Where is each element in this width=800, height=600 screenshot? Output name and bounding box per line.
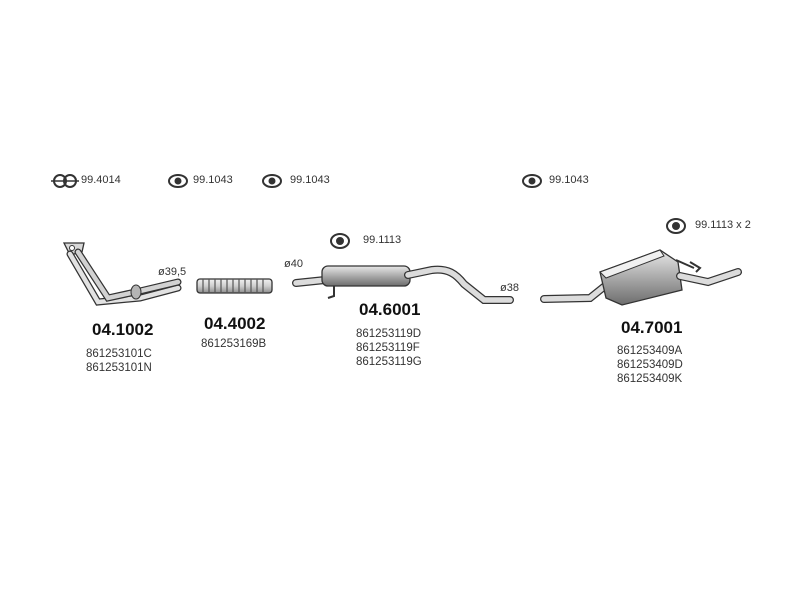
diameter-label-center: ø38 xyxy=(500,282,519,294)
mount-icon-center xyxy=(330,233,350,249)
front-pipe-04-1002 xyxy=(62,242,182,306)
accessory-label-99-4014: 99.4014 xyxy=(81,174,121,186)
diameter-label-front: ø39,5 xyxy=(158,266,187,278)
oem-ref: 861253119G xyxy=(356,356,422,368)
hanger-icon-1 xyxy=(168,174,188,188)
diameter-label-flex: ø40 xyxy=(284,258,303,270)
part-number-04-4002: 04.4002 xyxy=(204,314,266,333)
oem-list-04-1002: 861253101C 861253101N xyxy=(86,347,152,375)
oem-ref: 861253409A xyxy=(617,345,683,357)
accessory-label-99-1043-a: 99.1043 xyxy=(193,174,233,186)
oem-ref: 861253409K xyxy=(617,373,683,385)
oem-list-04-6001: 861253119D 861253119F 861253119G xyxy=(356,327,422,369)
oem-list-04-4002: 861253169B xyxy=(201,337,266,351)
accessory-label-99-1113: 99.1113 xyxy=(363,234,402,246)
oem-ref: 861253169B xyxy=(201,338,267,350)
hanger-icon-3 xyxy=(522,174,542,188)
oem-ref: 861253119F xyxy=(356,342,420,354)
oem-list-04-7001: 861253409A 861253409D 861253409K xyxy=(617,344,683,386)
rear-silencer-04-7001 xyxy=(540,249,742,306)
hanger-icon-2 xyxy=(262,174,282,188)
oem-ref: 861253119D xyxy=(356,328,422,340)
flex-pipe-04-4002 xyxy=(196,278,273,294)
part-number-04-6001: 04.6001 xyxy=(359,300,421,319)
accessory-label-99-1043-b: 99.1043 xyxy=(290,174,330,186)
center-pipe-04-6001 xyxy=(292,265,514,304)
accessory-label-99-1113-x2: 99.1113 x 2 xyxy=(695,219,751,231)
oem-ref: 861253409D xyxy=(617,359,683,371)
part-number-04-7001: 04.7001 xyxy=(621,318,683,337)
clamp-icon-99-4014 xyxy=(51,174,79,188)
accessory-label-99-1043-c: 99.1043 xyxy=(549,174,589,186)
oem-ref: 861253101N xyxy=(86,362,152,374)
mount-icon-rear xyxy=(666,218,686,234)
oem-ref: 861253101C xyxy=(86,348,152,360)
part-number-04-1002: 04.1002 xyxy=(92,320,154,339)
